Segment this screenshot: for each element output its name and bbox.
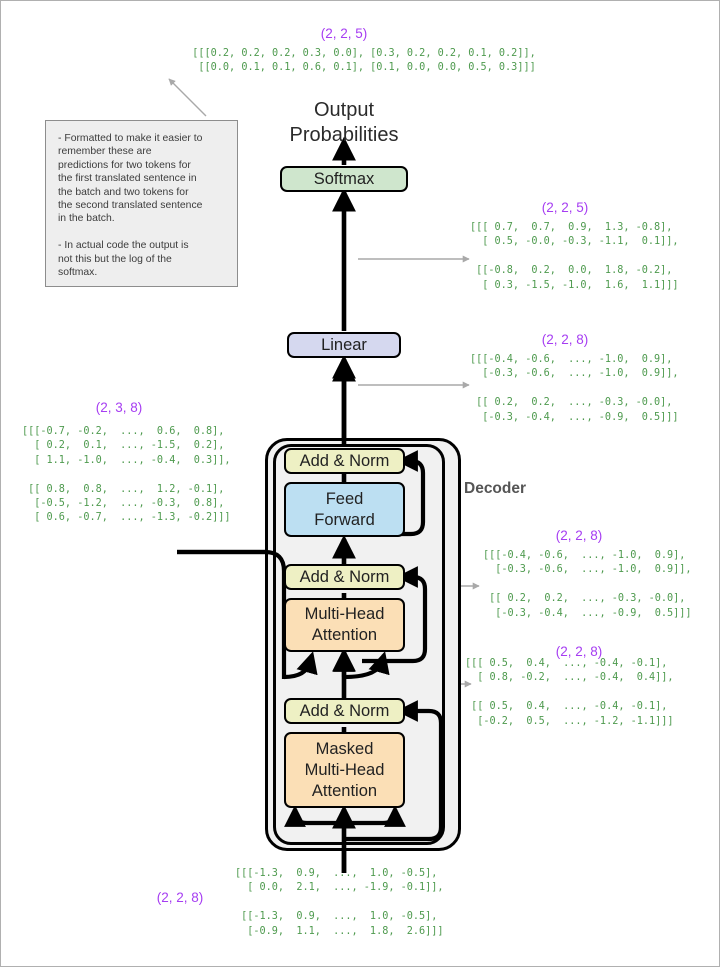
shape-decoder-input: (2, 2, 8) <box>156 890 204 905</box>
tensor-after-cross-attn-norm: [[[-0.4, -0.6, ..., -1.0, 0.9], [-0.3, -… <box>483 550 692 619</box>
leader-note-to-output <box>168 78 207 117</box>
node-add-norm-bottom[interactable]: Add & Norm <box>284 698 405 724</box>
node-linear[interactable]: Linear <box>287 332 401 358</box>
node-feed-forward[interactable]: Feed Forward <box>284 482 405 537</box>
node-masked-multi-head-attention[interactable]: Masked Multi-Head Attention <box>284 732 405 808</box>
tensor-logits: [[[ 0.7, 0.7, 0.9, 1.3, -0.8], [ 0.5, -0… <box>470 222 679 291</box>
decoder-label: Decoder <box>464 480 527 497</box>
tensor-decoder-output: [[[-0.4, -0.6, ..., -1.0, 0.9], [-0.3, -… <box>470 354 679 423</box>
shape-after-masked-attn-norm: (2, 2, 8) <box>555 644 603 659</box>
tensor-decoder-input: [[[-1.3, 0.9, ..., 1.0, -0.5], [ 0.0, 2.… <box>235 868 444 937</box>
annotation-note: - Formatted to make it easier to remembe… <box>45 120 238 287</box>
shape-after-cross-attn-norm: (2, 2, 8) <box>555 528 603 543</box>
shape-encoder-memory: (2, 3, 8) <box>95 400 143 415</box>
tensor-output-probabilities: [[[0.2, 0.2, 0.2, 0.3, 0.0], [0.3, 0.2, … <box>192 48 536 74</box>
tensor-after-masked-attn-norm: [[[ 0.5, 0.4, ..., -0.4, -0.1], [ 0.8, -… <box>465 658 674 727</box>
shape-output-probabilities: (2, 2, 5) <box>320 26 368 41</box>
node-multi-head-attention[interactable]: Multi-Head Attention <box>284 598 405 652</box>
output-probabilities-title: Output Probabilities <box>289 99 399 146</box>
node-add-norm-top[interactable]: Add & Norm <box>284 448 405 474</box>
shape-decoder-output: (2, 2, 8) <box>541 332 589 347</box>
node-add-norm-mid[interactable]: Add & Norm <box>284 564 405 590</box>
tensor-encoder-memory: [[[-0.7, -0.2, ..., 0.6, 0.8], [ 0.2, 0.… <box>22 426 231 524</box>
node-softmax[interactable]: Softmax <box>280 166 408 192</box>
shape-logits: (2, 2, 5) <box>541 200 589 215</box>
